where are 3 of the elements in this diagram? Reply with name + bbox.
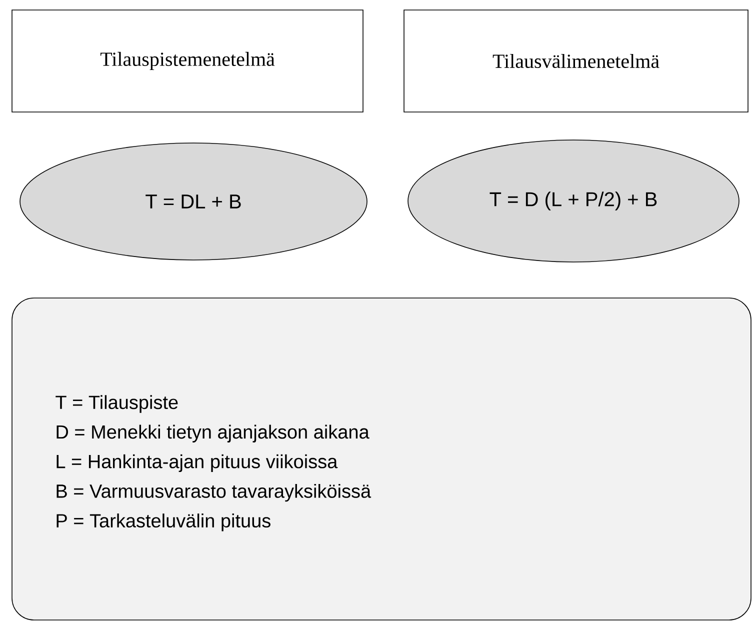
title-box: Tilauspistemenetelmä: [12, 10, 364, 112]
title-box: Tilausvälimenetelmä: [404, 10, 748, 112]
definitions-panel: T = Tilauspiste D = Menekki tietyn ajanjakson aikana L = Hankinta-ajan pituus viikoissa B = Varmuusvarasto tavarayksiköissä P = Tarkasteluvälin pituus: [12, 298, 752, 620]
